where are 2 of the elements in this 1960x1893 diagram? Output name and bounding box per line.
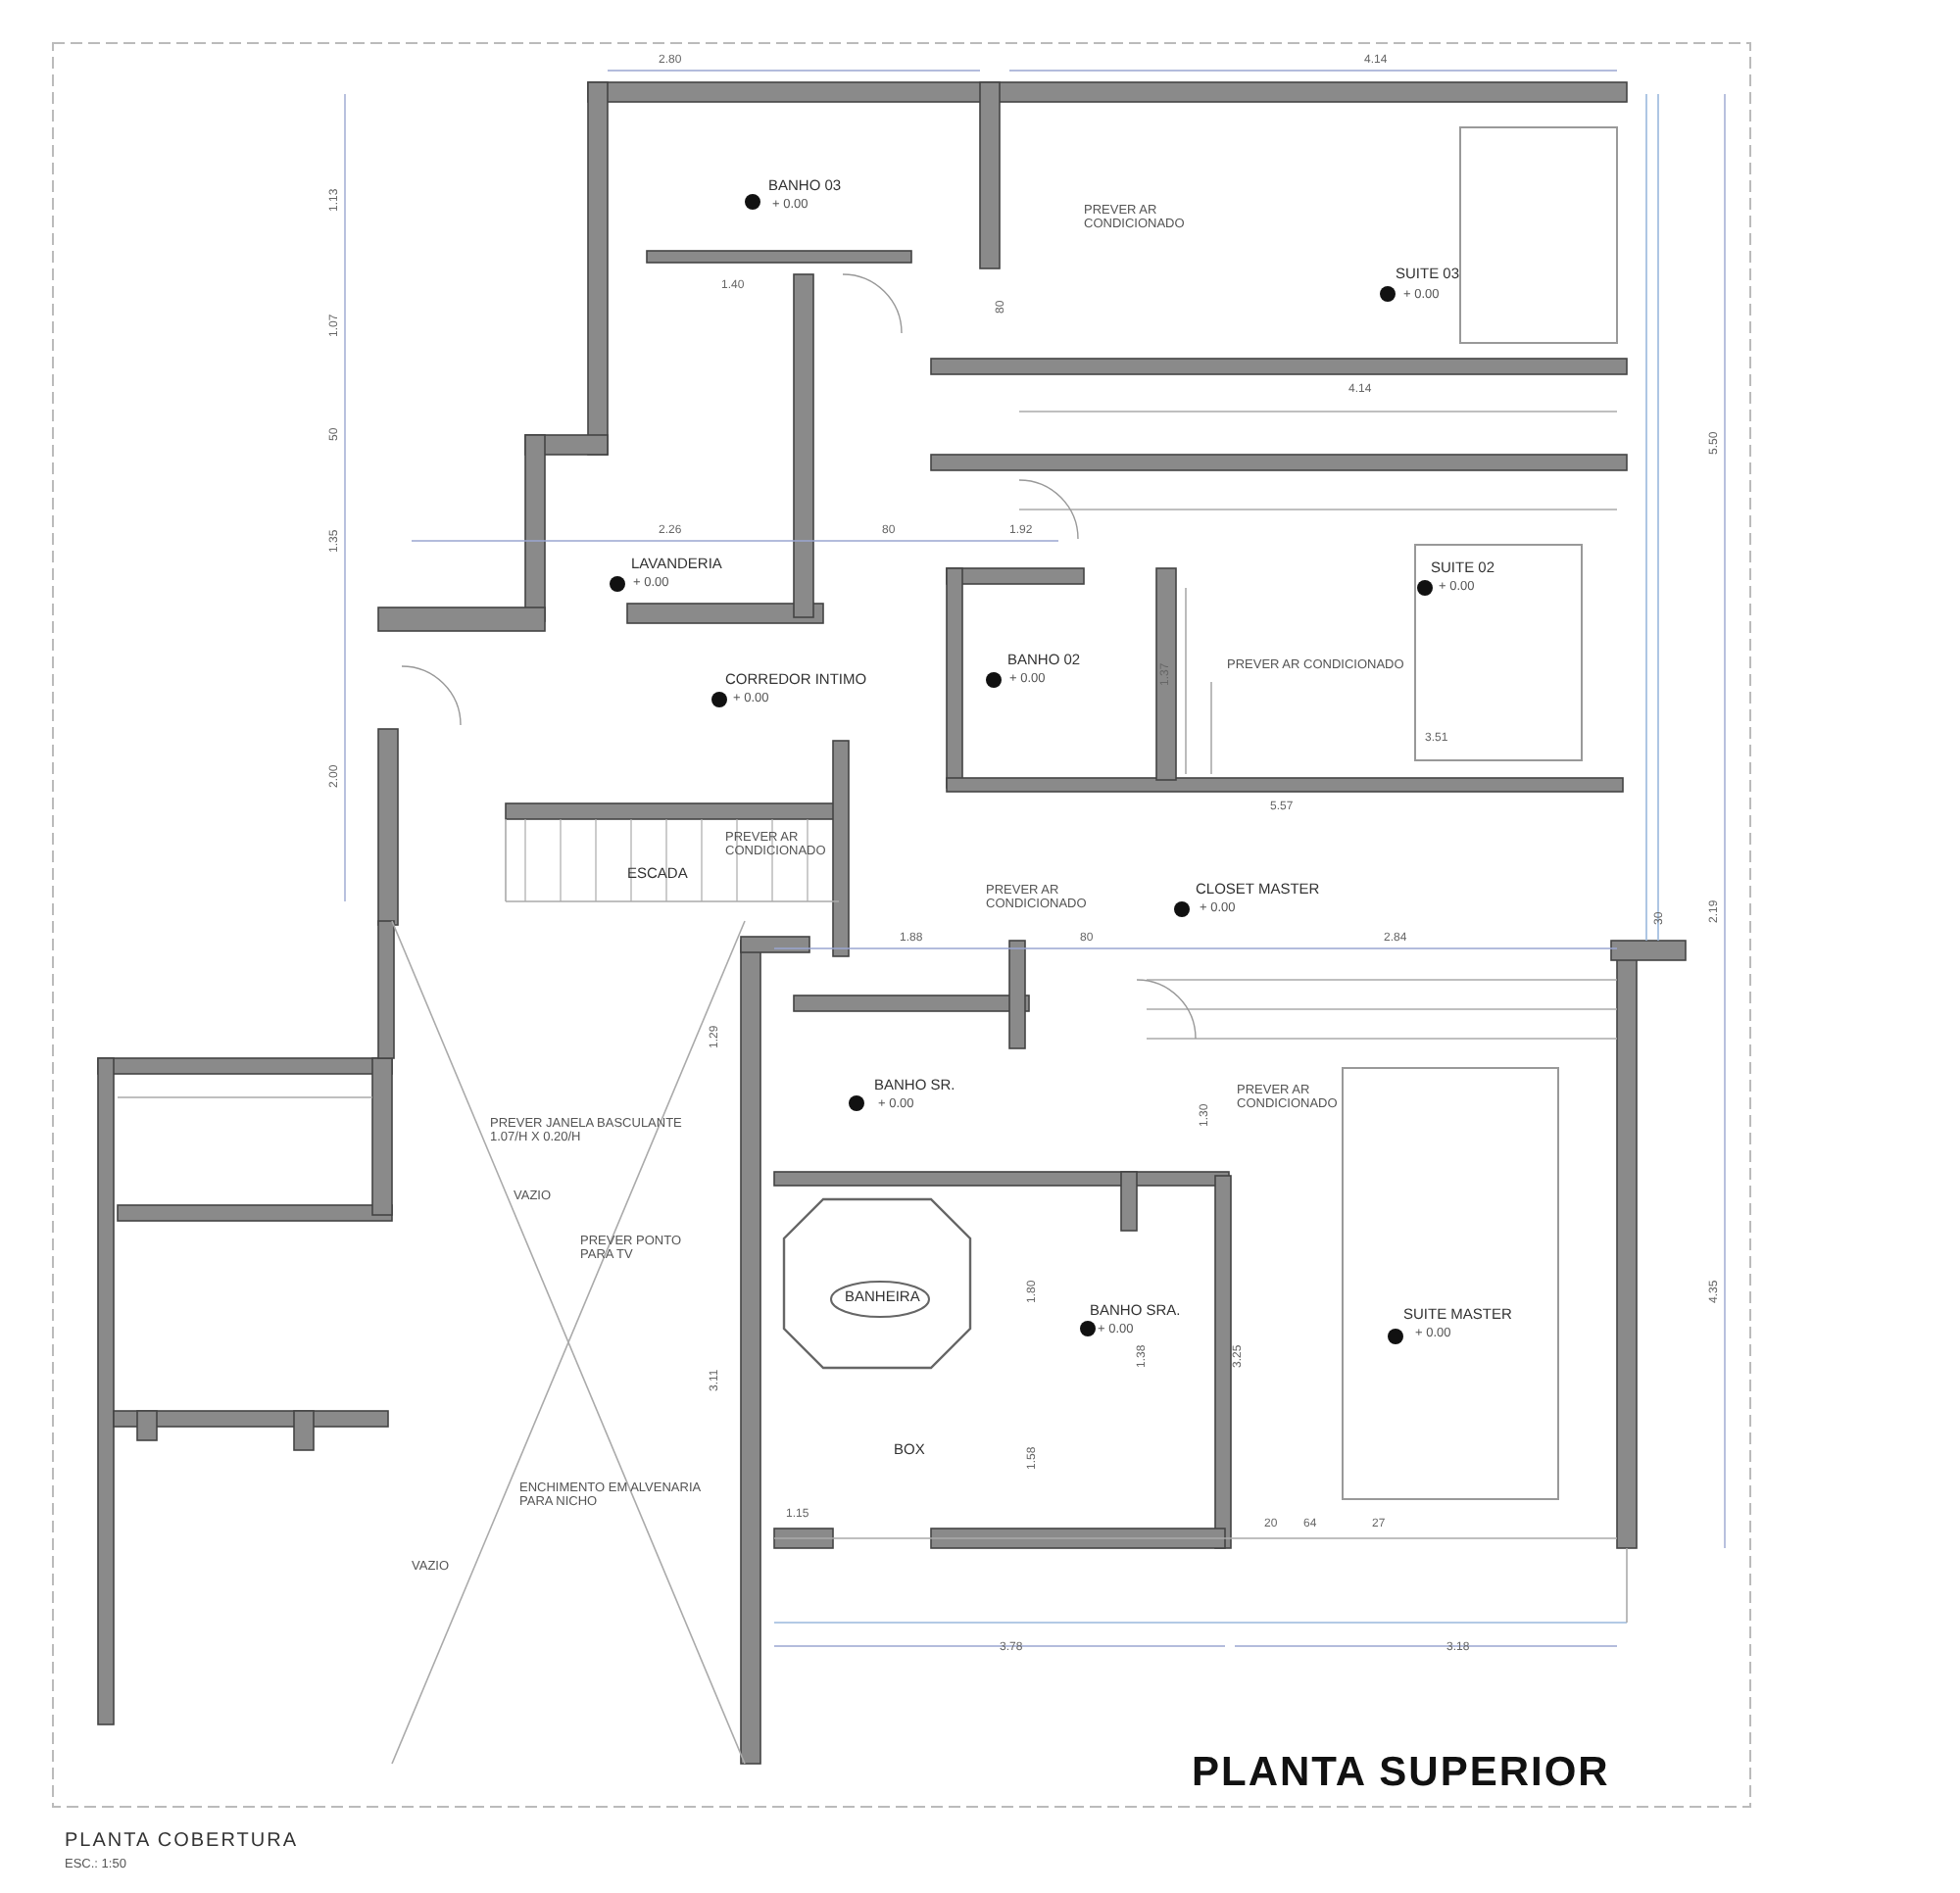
drawing-subtitle: PLANTA COBERTURA bbox=[65, 1830, 298, 1853]
drawing-title: PLANTA SUPERIOR bbox=[1192, 1750, 1610, 1797]
